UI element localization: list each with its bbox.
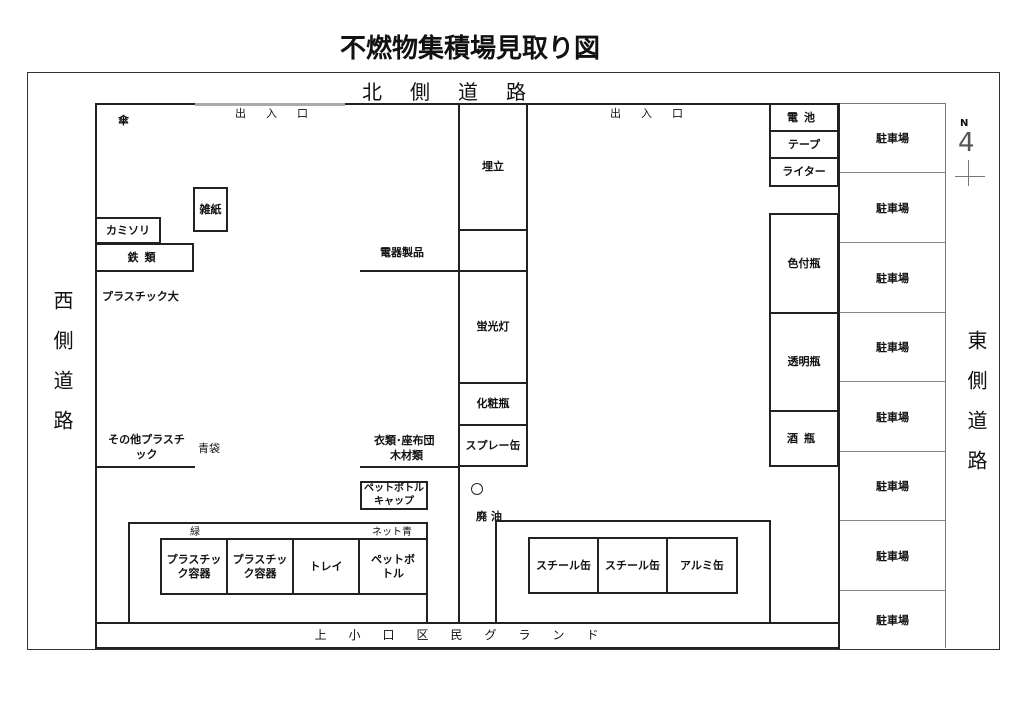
map-title: 不燃物集積場見取り図 [339,34,600,64]
net-blue-label: ネット青 [372,527,412,538]
east-road-label: 東側道路 [964,330,988,490]
blue-bag-label: 青袋 [198,442,220,455]
fluorescent-box: 蛍光灯 [458,270,528,384]
waste-oil-label: 廃油 [476,510,506,523]
circle-marker-icon [471,483,483,495]
blank-box [458,229,528,272]
entrance-left: 出入口 [235,107,328,120]
clothing-line [360,466,458,468]
clear-bottle-box: 透明瓶 [769,312,839,412]
compass-line [955,176,985,177]
other-plastic-line [95,466,195,468]
tetsu-box: 鉄類 [95,243,194,272]
north-road-label: 北側道路 [362,80,554,104]
parking-7: 駐車場 [840,521,945,591]
entrance-right: 出入口 [610,107,703,120]
appliances-label: 電器製品 [380,246,424,259]
green-label: 緑 [190,527,200,538]
spray-can-box: スプレー缶 [458,424,528,467]
clothing-label: 衣類･座布団 [374,434,435,447]
aluminum-can-bin: アルミ缶 [666,537,738,594]
west-wall [95,103,97,650]
parking-edge [945,103,946,648]
ground-label: 上小口区民グランド [95,622,840,649]
cosmetic-bottle-box: 化粧瓶 [458,382,528,426]
outer-frame [27,72,1000,650]
colored-bottle-box: 色付瓶 [769,213,839,314]
plastic-container-bin-2: プラスチック容器 [226,538,294,595]
parking-8: 駐車場 [876,613,909,627]
parking-1: 駐車場 [840,103,945,173]
other-plastic-label: その他プラスチック [108,433,185,462]
east-wall [838,103,840,650]
compass-n: N [960,118,969,129]
lighter-box: ライター [769,157,839,187]
parking-3: 駐車場 [840,243,945,313]
pet-bottle-bin: ペットボトル [358,538,428,595]
entrance-gap [195,103,345,106]
wood-label: 木材類 [390,449,423,462]
west-road-label: 西側道路 [50,290,74,450]
compass-stem [968,160,969,186]
parking-top [840,103,945,104]
north-arrow-icon: 4 [958,128,975,158]
tape-box: テープ [769,130,839,159]
sake-bottle-box: 酒瓶 [769,410,839,467]
plastic-container-bin-1: プラスチック容器 [160,538,228,595]
parking-4: 駐車場 [840,312,945,382]
landfill-box: 埋立 [458,103,528,231]
kamisori-box: カミソリ [95,217,161,244]
parking-5: 駐車場 [840,382,945,452]
appliances-line [360,270,458,272]
battery-box: 電池 [769,103,839,132]
umbrella-label: 傘 [118,114,129,127]
steel-can-bin-1: スチール缶 [528,537,599,594]
bin-enclosure-right [495,520,771,623]
parking-2: 駐車場 [840,173,945,243]
pet-cap-box: ペットボトルキャップ [360,481,428,510]
steel-can-bin-2: スチール缶 [597,537,668,594]
zasshi-box: 雑紙 [193,187,228,232]
parking-6: 駐車場 [840,451,945,521]
tray-bin: トレイ [292,538,360,595]
plastic-large-label: プラスチック大 [102,290,179,303]
